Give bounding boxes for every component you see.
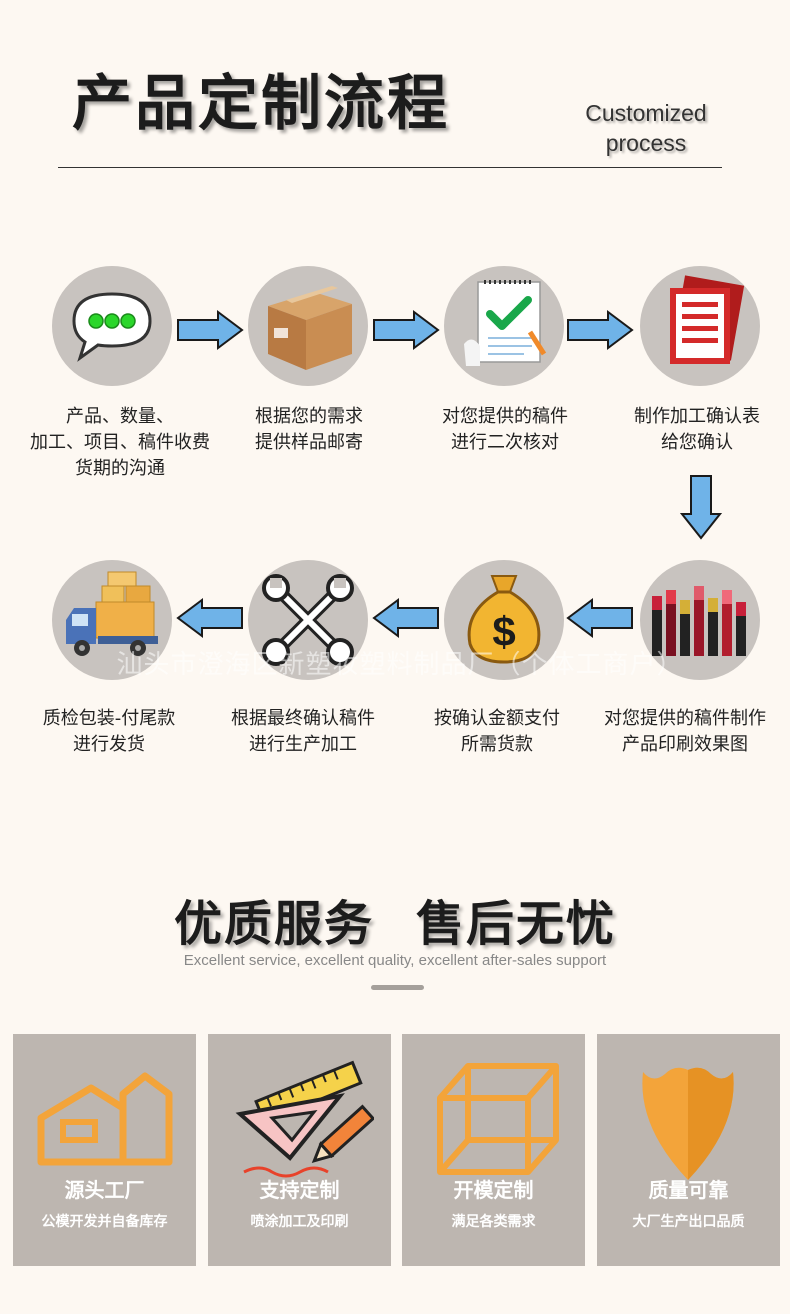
feature-title: 开模定制 <box>453 1178 534 1202</box>
step-7-circle <box>248 560 368 680</box>
step-8-caption: 质检包装-付尾款 进行发货 <box>42 708 176 755</box>
step-1-caption: 产品、数量、 加工、项目、稿件收费 货期的沟通 <box>30 406 210 479</box>
ruler-pencil-icon <box>235 1060 374 1178</box>
arrow-right-3 <box>566 310 634 350</box>
step-3-circle <box>444 266 564 386</box>
watermark: 汕头市澄海区新塑妆塑料制品厂（个体工商户） <box>116 650 684 680</box>
page-subtitle-en: Customized process <box>566 98 726 158</box>
subtitle-line-1: Customized <box>585 100 707 126</box>
title-divider <box>58 167 722 168</box>
wrench-tools-icon <box>262 574 354 666</box>
step-4-caption: 制作加工确认表 给您确认 <box>634 406 760 453</box>
feature-desc: 大厂生产出口品质 <box>632 1214 745 1230</box>
factory-house-icon <box>37 1072 173 1166</box>
feature-card-quality: 质量可靠 大厂生产出口品质 <box>597 1034 780 1266</box>
step-6-circle: $ <box>444 560 564 680</box>
document-stack-icon <box>670 275 745 364</box>
feature-title: 源头工厂 <box>64 1178 145 1202</box>
feature-desc: 公模开发并自备库存 <box>41 1214 168 1230</box>
feature-title: 质量可靠 <box>648 1178 729 1202</box>
arrow-right-1 <box>176 310 244 350</box>
package-box-icon <box>268 286 352 370</box>
step-5-caption: 对您提供的稿件制作 产品印刷效果图 <box>604 708 766 755</box>
checklist-icon <box>464 280 547 366</box>
feature-title: 支持定制 <box>259 1178 340 1202</box>
arrow-down <box>680 474 722 540</box>
feature-card-custom: 支持定制 喷涂加工及印刷 <box>208 1034 391 1266</box>
arrow-right-2 <box>372 310 440 350</box>
page-title: 产品定制流程 <box>72 69 450 139</box>
svg-text:$: $ <box>492 608 515 655</box>
step-5-circle <box>640 560 760 680</box>
arrow-left-1 <box>176 598 244 638</box>
section-divider-bar <box>371 985 424 990</box>
step-6-caption: 按确认金额支付 所需货款 <box>434 708 560 755</box>
step-7-caption: 根据最终确认稿件 进行生产加工 <box>231 708 375 755</box>
feature-card-factory: 源头工厂 公模开发并自备库存 <box>13 1034 196 1266</box>
arrow-left-3 <box>566 598 634 638</box>
money-bag-icon: $ <box>467 575 541 664</box>
service-subtitle: Excellent service, excellent quality, ex… <box>183 952 607 969</box>
lipstick-products-icon <box>652 586 746 656</box>
service-title: 优质服务售后无忧 <box>173 896 617 952</box>
cube-wireframe-icon <box>437 1063 559 1175</box>
step-2-circle <box>248 266 368 386</box>
feature-desc: 满足各类需求 <box>451 1214 536 1230</box>
step-2-caption: 根据您的需求 提供样品邮寄 <box>255 406 363 453</box>
arrow-left-2 <box>372 598 440 638</box>
shield-icon <box>642 1067 734 1180</box>
chat-bubble-icon <box>72 292 152 362</box>
step-8-circle <box>52 560 172 680</box>
step-1-circle <box>52 266 172 386</box>
step-3-caption: 对您提供的稿件 进行二次核对 <box>442 406 568 453</box>
feature-card-mold: 开模定制 满足各类需求 <box>402 1034 585 1266</box>
delivery-truck-icon <box>66 571 158 656</box>
step-4-circle <box>640 266 760 386</box>
feature-desc: 喷涂加工及印刷 <box>250 1214 349 1230</box>
subtitle-line-2: process <box>605 130 687 156</box>
